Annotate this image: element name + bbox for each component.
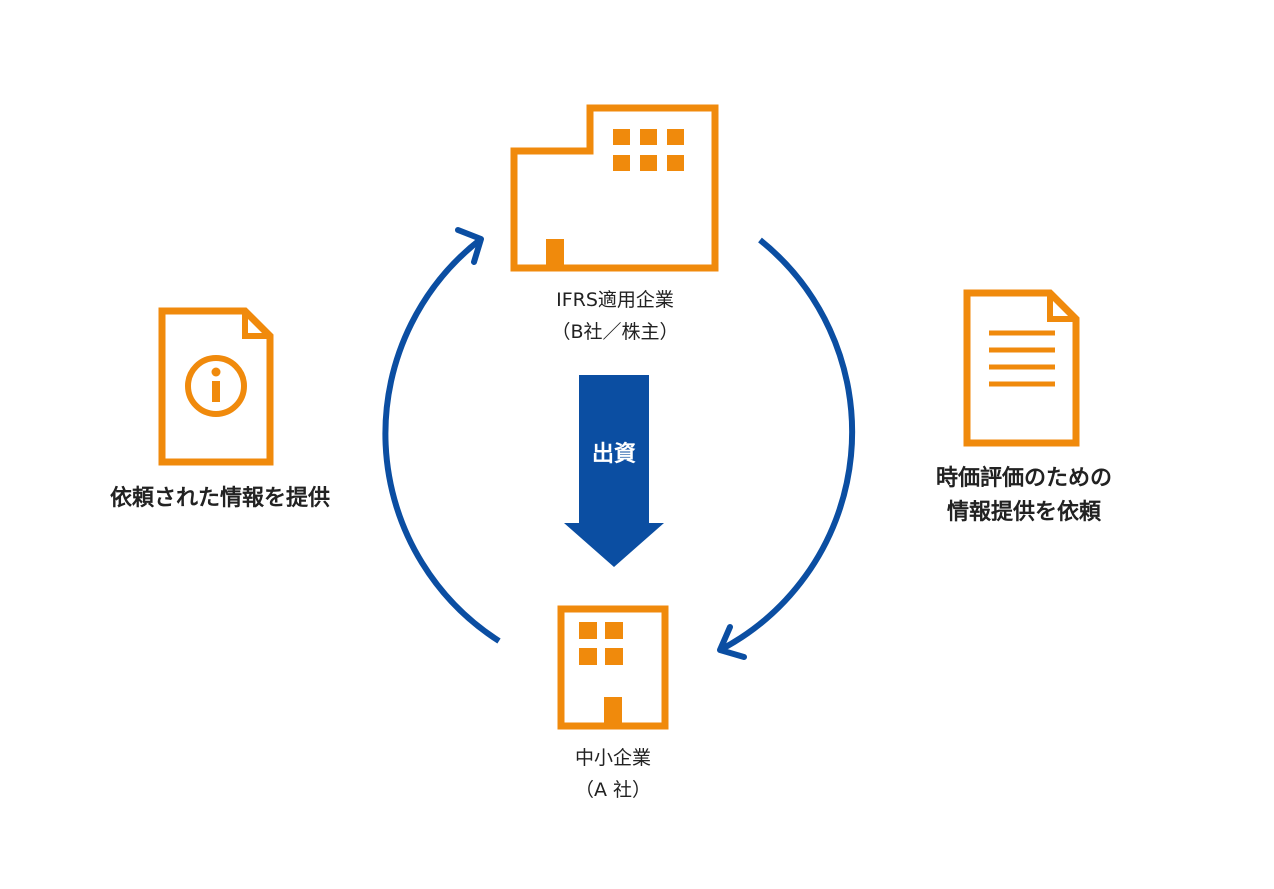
sme-label: 中小企業 （A 社） — [513, 742, 713, 806]
investment-text: 出資 — [591, 442, 636, 467]
request-info-line1: 時価評価のための — [935, 466, 1112, 491]
info-document-outline — [158, 307, 274, 466]
request-info-line2: 情報提供を依頼 — [946, 500, 1101, 525]
info-document-icon — [158, 307, 274, 466]
right-cycle-arrow — [718, 237, 856, 653]
small-building-icon — [557, 605, 669, 730]
office-building-door — [546, 239, 564, 268]
request-info-label: 時価評価のための 情報提供を依頼 — [904, 462, 1144, 530]
ifrs-company-label: IFRS適用企業 （B社／株主） — [515, 284, 715, 348]
sme-subtitle: （A 社） — [574, 779, 652, 801]
document-lines-icon — [963, 289, 1080, 447]
left-cycle-arrow — [382, 236, 501, 644]
provide-info-label: 依頼された情報を提供 — [70, 482, 370, 516]
ifrs-company-name: IFRS適用企業 — [556, 289, 674, 311]
sme-name: 中小企業 — [574, 747, 651, 769]
small-building-door — [604, 697, 622, 726]
small-building-windows — [579, 622, 623, 665]
info-document-fold — [242, 311, 270, 339]
office-building-outline — [510, 104, 719, 272]
info-stem — [212, 381, 220, 402]
investment-label: 出資 — [564, 438, 664, 472]
document-text-lines — [989, 330, 1055, 387]
provide-info-text: 依頼された情報を提供 — [109, 486, 330, 511]
right-cycle-arrowhead — [717, 624, 747, 660]
info-circle — [185, 355, 247, 417]
office-building-windows — [613, 129, 684, 171]
down-arrow-icon — [564, 375, 664, 567]
office-building-icon — [510, 104, 719, 272]
left-cycle-arrowhead — [455, 227, 484, 265]
info-dot — [211, 367, 221, 377]
request-document-fold — [1047, 293, 1076, 322]
ifrs-company-subtitle: （B社／株主） — [551, 321, 679, 343]
request-document-outline — [963, 289, 1080, 447]
